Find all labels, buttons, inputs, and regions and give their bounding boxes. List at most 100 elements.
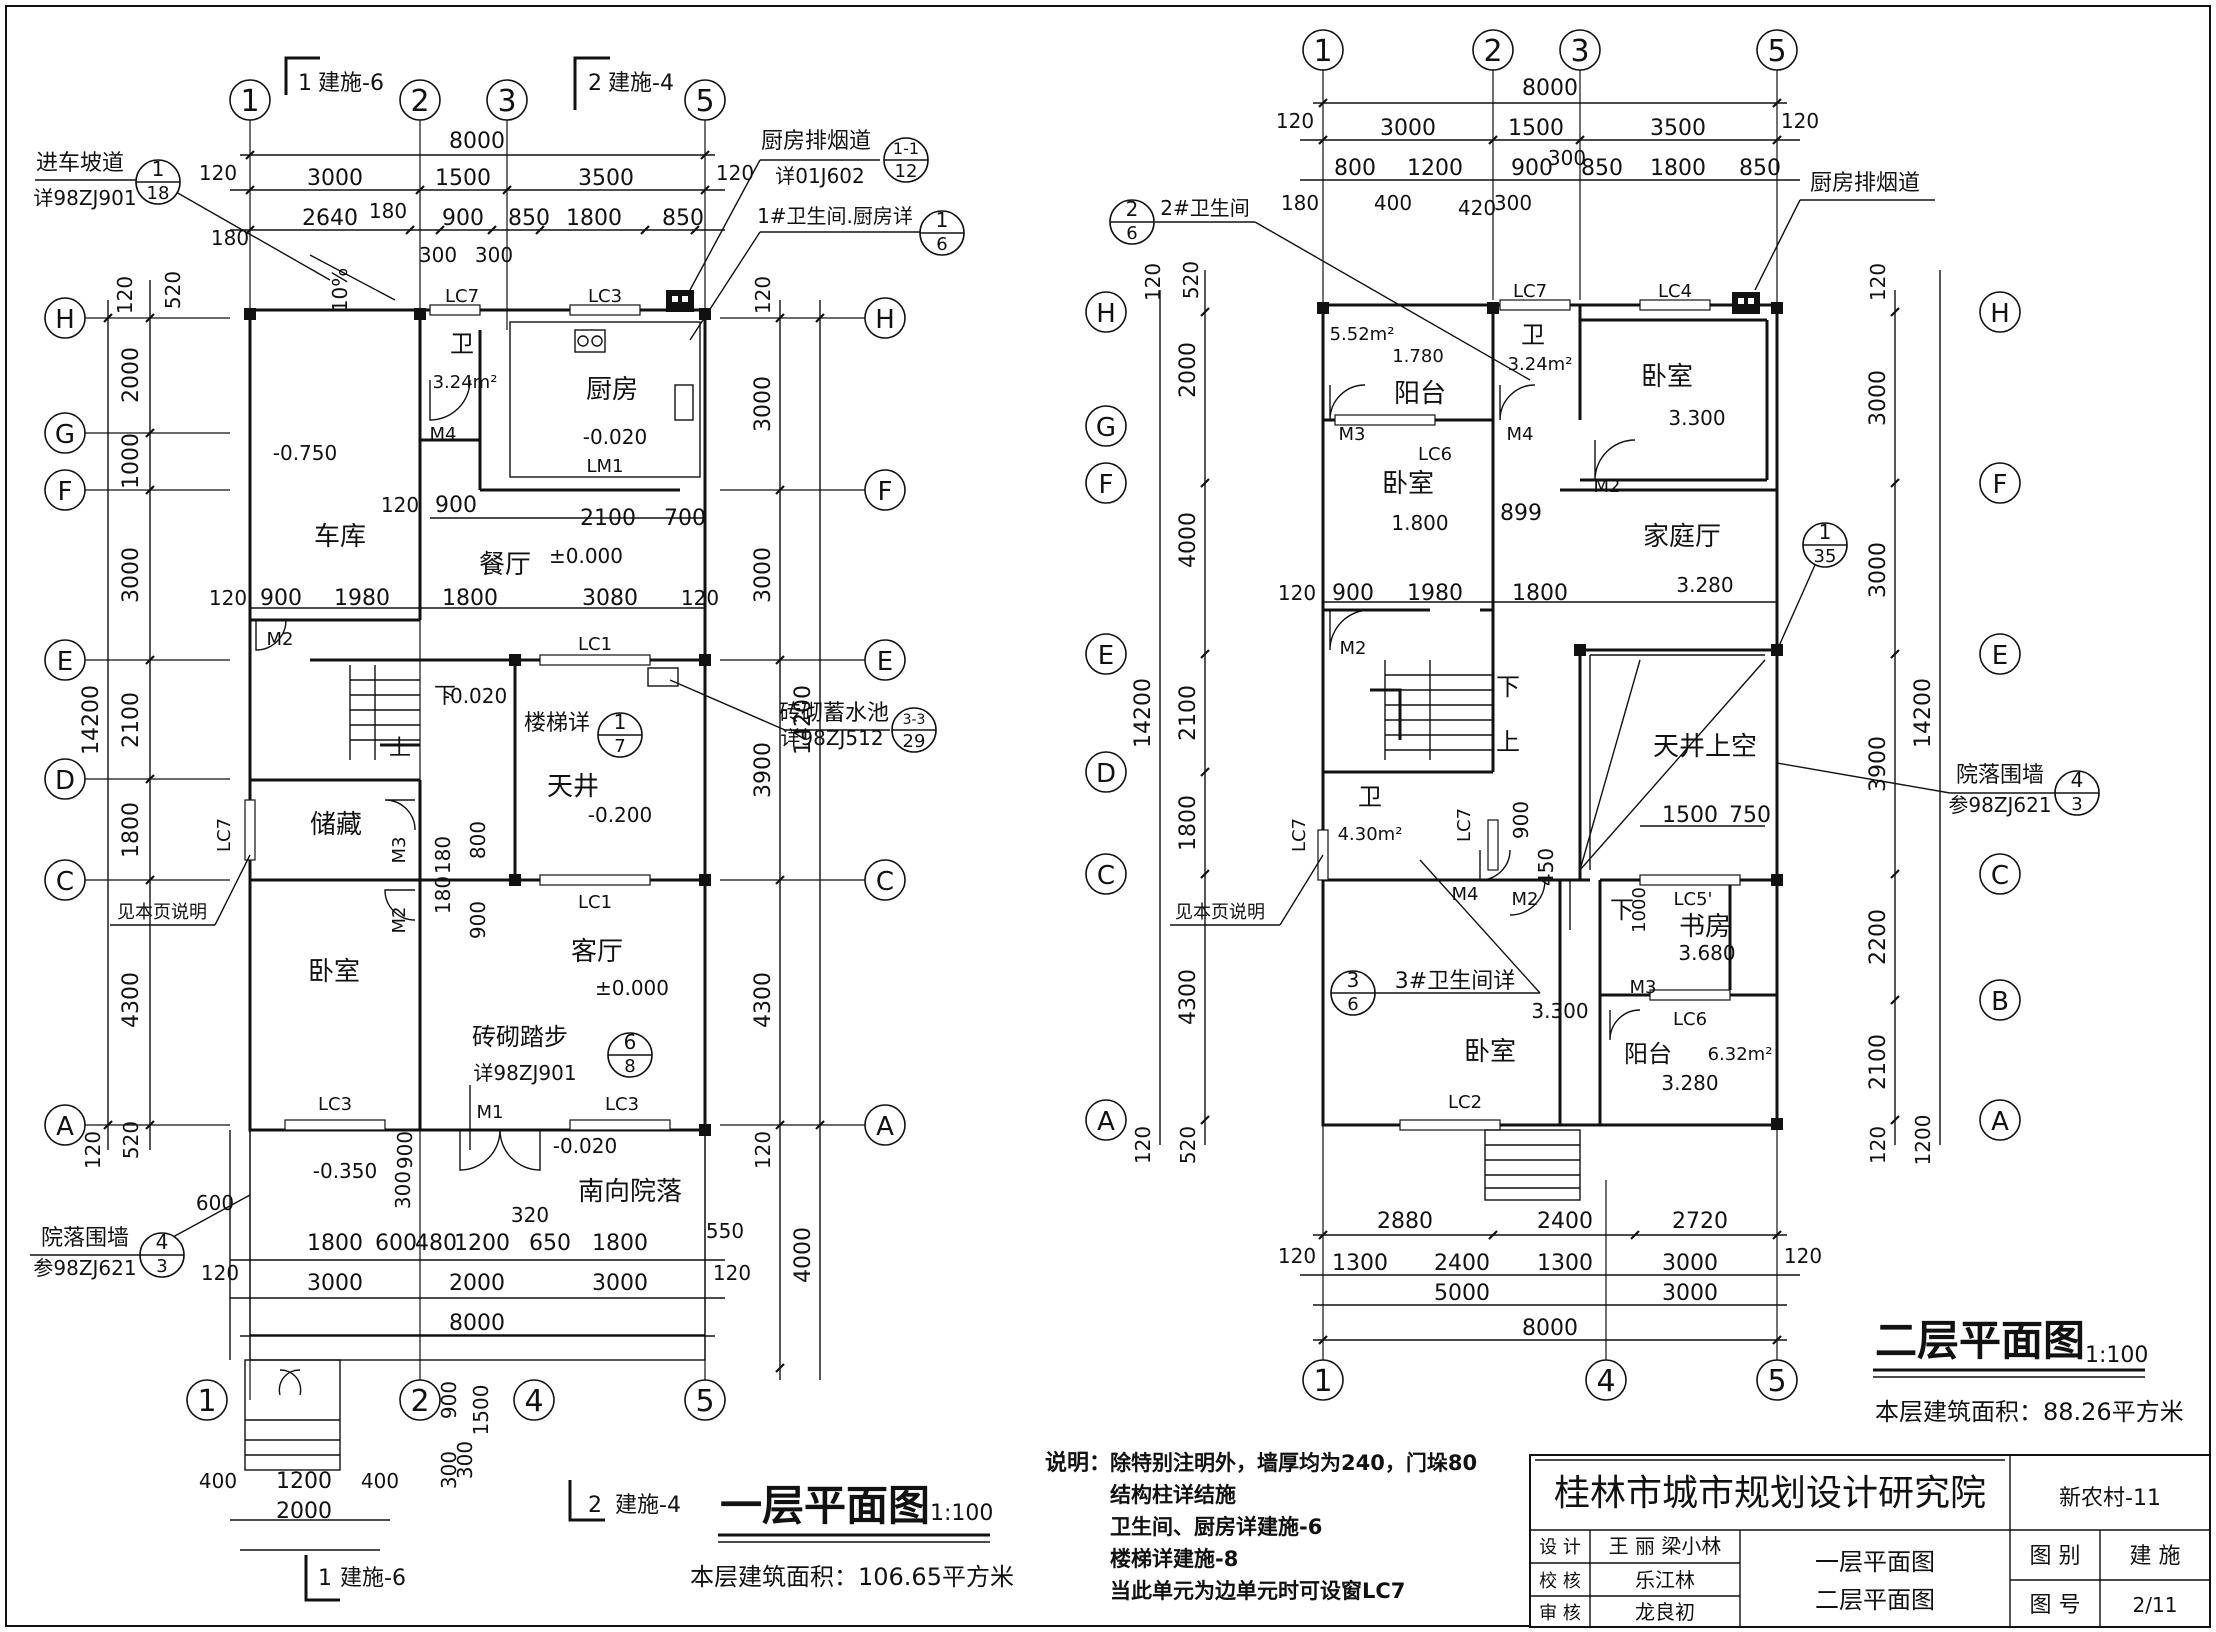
role-person: 龙良初 — [1635, 1600, 1695, 1624]
svg-text:2100: 2100 — [580, 506, 636, 531]
svg-text:1#卫生间.厨房详: 1#卫生间.厨房详 — [757, 204, 913, 228]
floor1-scale: 1:100 — [930, 1501, 993, 1526]
svg-text:A: A — [1097, 1107, 1115, 1137]
svg-text:上: 上 — [389, 736, 411, 761]
svg-text:家庭厅: 家庭厅 — [1643, 522, 1721, 552]
floor1-doors — [255, 379, 541, 1171]
svg-text:8000: 8000 — [449, 129, 505, 154]
svg-text:3#卫生间详: 3#卫生间详 — [1395, 969, 1515, 994]
axis-label: 2 — [410, 84, 429, 119]
svg-text:5: 5 — [1767, 1364, 1786, 1399]
room-name: 厨房 — [586, 375, 638, 405]
svg-text:LC4: LC4 — [1658, 281, 1692, 302]
svg-text:M2: M2 — [267, 629, 294, 650]
room-elev: -0.020 — [553, 1134, 617, 1158]
room-name: 南向院落 — [578, 1177, 682, 1207]
svg-text:M4: M4 — [1507, 424, 1534, 445]
svg-text:4300: 4300 — [1176, 969, 1201, 1025]
floor1-kitchen-fixtures — [509, 321, 701, 687]
svg-text:3: 3 — [1570, 34, 1589, 69]
svg-text:上: 上 — [1496, 728, 1520, 756]
floor2-stairs — [1370, 660, 1601, 930]
svg-text:1200: 1200 — [1911, 1115, 1935, 1166]
svg-text:10%: 10% — [328, 268, 352, 312]
axis-label: 5 — [695, 1384, 714, 1419]
svg-text:6: 6 — [1126, 223, 1137, 244]
role-person: 王 丽 梁小林 — [1609, 1534, 1722, 1558]
svg-text:4.30m²: 4.30m² — [1338, 824, 1403, 845]
axis-label: 5 — [695, 84, 714, 119]
svg-text:1: 1 — [614, 710, 627, 734]
svg-text:1: 1 — [1313, 1364, 1332, 1399]
svg-text:LC7: LC7 — [1513, 281, 1547, 302]
svg-text:2000: 2000 — [119, 347, 144, 403]
svg-text:650: 650 — [529, 1231, 571, 1256]
svg-text:2000: 2000 — [449, 1271, 505, 1296]
svg-text:M3: M3 — [1630, 977, 1657, 998]
svg-text:3: 3 — [2071, 794, 2082, 815]
floor2-front-steps — [1484, 1129, 1581, 1201]
svg-text:400: 400 — [361, 1469, 399, 1493]
svg-text:300: 300 — [453, 1441, 477, 1479]
floor1-columns — [244, 308, 711, 1136]
svg-text:D: D — [55, 766, 75, 796]
svg-text:F: F — [1993, 470, 2008, 500]
svg-text:C: C — [1991, 861, 2009, 891]
svg-text:见本页说明: 见本页说明 — [117, 902, 207, 923]
section-ref: 建施-4 — [615, 1493, 681, 1518]
svg-text:120: 120 — [381, 493, 419, 517]
svg-text:180: 180 — [431, 876, 455, 914]
notes-line: 结构柱详结施 — [1110, 1483, 1236, 1507]
room-name: 储藏 — [310, 810, 362, 840]
floor1-axis-bottom: 1 2 4 5 — [186, 1379, 726, 1421]
category-value: 建 施 — [2130, 1544, 2181, 1569]
svg-text:2720: 2720 — [1672, 1209, 1728, 1234]
room-elev: -0.750 — [273, 441, 337, 465]
svg-text:院落围墙: 院落围墙 — [1956, 763, 2044, 788]
svg-text:LC7: LC7 — [1454, 808, 1475, 842]
svg-text:1: 1 — [1819, 520, 1832, 544]
svg-text:G: G — [1096, 413, 1116, 443]
svg-text:2: 2 — [588, 1493, 602, 1518]
svg-text:1800: 1800 — [442, 586, 498, 611]
floor2-void — [1579, 659, 1766, 871]
svg-text:900: 900 — [1511, 156, 1553, 181]
svg-text:书房: 书房 — [1679, 912, 1731, 942]
svg-text:120: 120 — [713, 1261, 751, 1285]
role-label: 校 核 — [1539, 1571, 1581, 1592]
svg-text:7: 7 — [614, 736, 625, 757]
floor2-plan: 1 2 3 5 1 4 5 H G F E D C A H F E C B A — [1085, 29, 2184, 1426]
svg-text:LC2: LC2 — [1448, 1092, 1482, 1113]
svg-text:850: 850 — [1739, 156, 1781, 181]
svg-text:1980: 1980 — [1407, 581, 1463, 606]
floor2-axis-left: H G F E D C A — [1085, 291, 1127, 1141]
floor1-area: 本层建筑面积：106.65平方米 — [690, 1563, 1014, 1591]
svg-text:下: 下 — [434, 684, 456, 709]
room-elev: ±0.000 — [595, 976, 669, 1000]
floor1-axis-top: 1 2 3 5 — [229, 79, 726, 121]
notes-line: 卫生间、厨房详建施-6 — [1110, 1515, 1322, 1539]
svg-text:厨房排烟道: 厨房排烟道 — [1810, 171, 1920, 196]
svg-text:900: 900 — [442, 206, 484, 231]
svg-text:下: 下 — [1610, 896, 1634, 924]
svg-text:2400: 2400 — [1537, 1209, 1593, 1234]
svg-text:院落围墙: 院落围墙 — [41, 1226, 129, 1251]
svg-text:2100: 2100 — [1176, 685, 1201, 741]
svg-text:120: 120 — [209, 586, 247, 610]
svg-text:3000: 3000 — [751, 547, 776, 603]
svg-text:4300: 4300 — [751, 972, 776, 1028]
svg-text:LC5': LC5' — [1674, 889, 1713, 910]
svg-text:3000: 3000 — [592, 1271, 648, 1296]
svg-text:砖砌踏步: 砖砌踏步 — [472, 1023, 568, 1051]
svg-text:厨房排烟道: 厨房排烟道 — [761, 129, 871, 154]
svg-text:8000: 8000 — [1522, 76, 1578, 101]
svg-text:1200: 1200 — [1407, 156, 1463, 181]
svg-text:3080: 3080 — [582, 586, 638, 611]
svg-text:LC7: LC7 — [445, 286, 479, 307]
svg-text:8000: 8000 — [449, 1311, 505, 1336]
svg-text:卫: 卫 — [1521, 321, 1545, 349]
svg-text:35: 35 — [1814, 546, 1837, 567]
svg-text:450: 450 — [1534, 848, 1558, 886]
svg-text:120: 120 — [201, 1261, 239, 1285]
drawing-name: 一层平面图 — [1815, 1548, 1935, 1576]
